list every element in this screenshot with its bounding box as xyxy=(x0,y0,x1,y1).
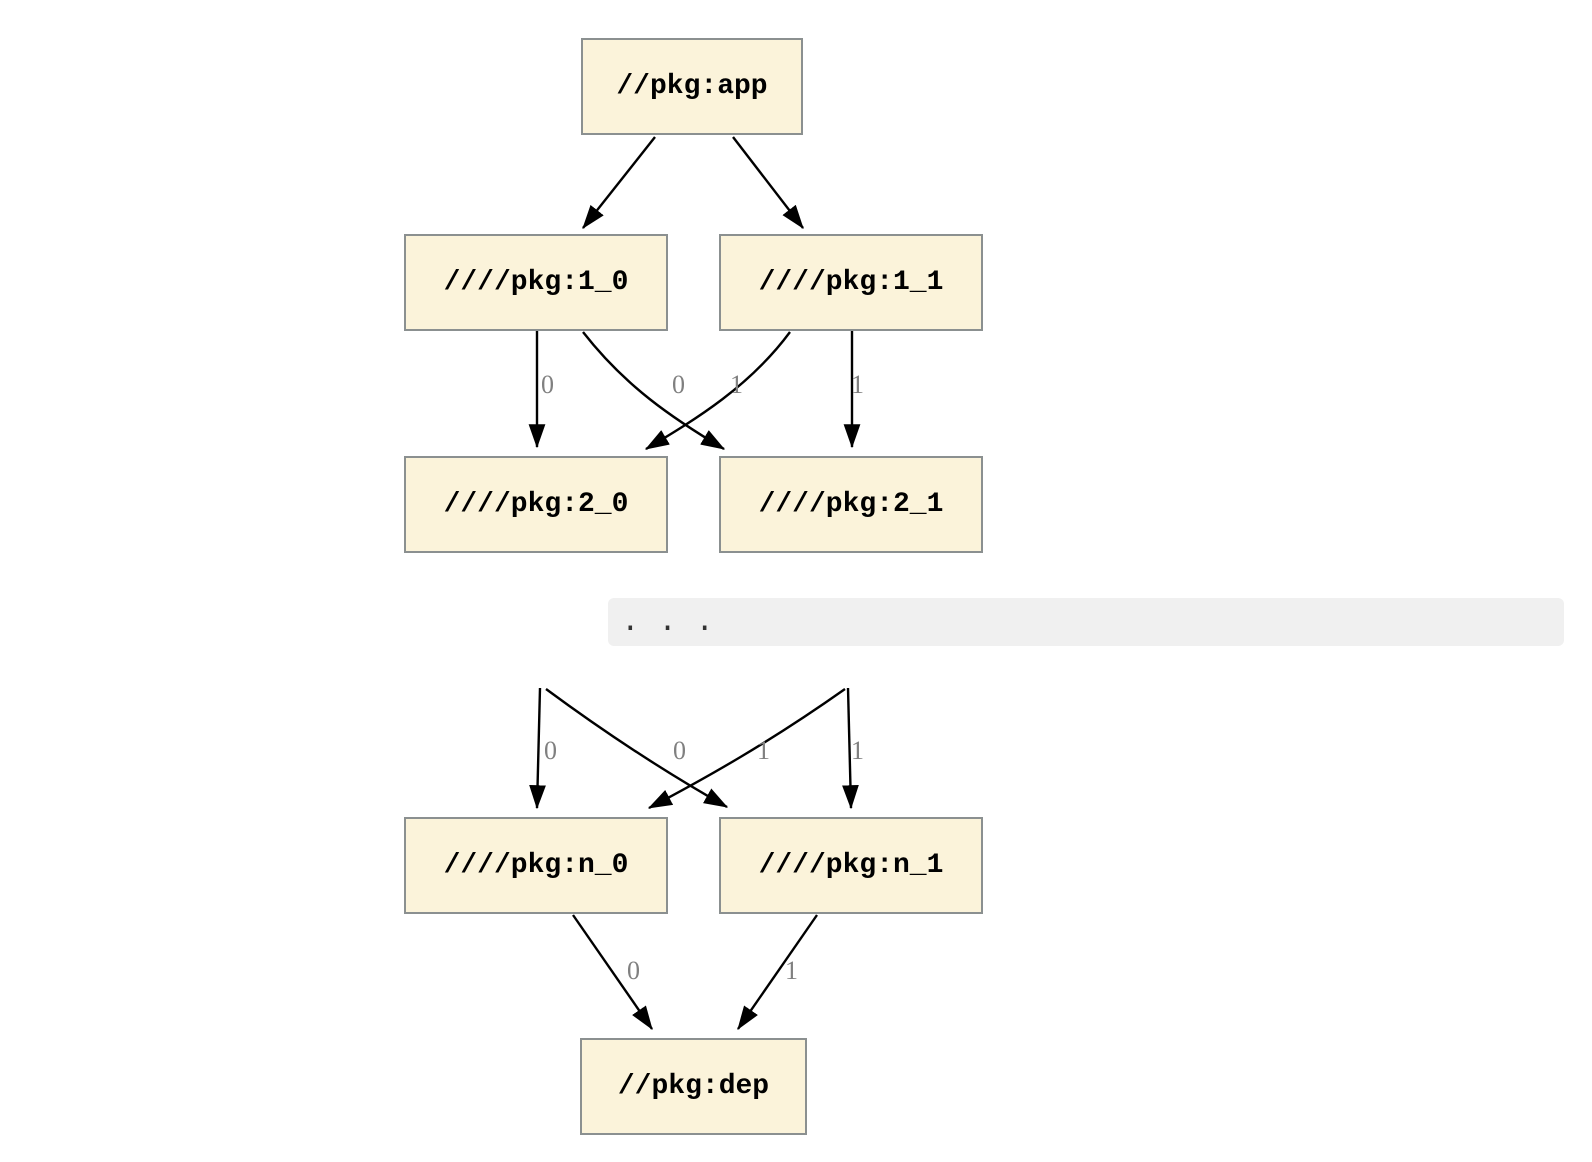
edge-n_0-to-dep xyxy=(572,914,653,1030)
graph-node-label: //pkg:dep xyxy=(617,1071,770,1102)
edge-label-prev0-n_1: 0 xyxy=(673,736,686,765)
edge-label-1_0-2_1: 0 xyxy=(672,370,685,399)
graph-node-2_1: ////pkg:2_1 xyxy=(719,456,983,553)
graph-node-label: ////pkg:2_0 xyxy=(443,489,629,520)
graph-node-n_1: ////pkg:n_1 xyxy=(719,817,983,914)
edge-label-prev0-n_0: 0 xyxy=(544,736,557,765)
edge-app-to-1_0 xyxy=(582,136,656,229)
edge-label-1_1-2_1: 1 xyxy=(851,370,864,399)
graph-node-label: ////pkg:n_1 xyxy=(758,850,944,881)
code-ellipsis-block: . . . xyxy=(608,598,1564,646)
graph-node-n_0: ////pkg:n_0 xyxy=(404,817,668,914)
graph-node-1_1: ////pkg:1_1 xyxy=(719,234,983,331)
graph-node-1_0: ////pkg:1_0 xyxy=(404,234,668,331)
graph-node-label: ////pkg:1_1 xyxy=(758,267,944,298)
ellipsis-text: . . . xyxy=(621,604,715,640)
edge-label-1_1-2_0: 1 xyxy=(730,370,743,399)
edge-label-n_1-dep: 1 xyxy=(785,956,798,985)
edge-prev0-to-n_0 xyxy=(529,687,546,810)
edge-n_1-to-dep xyxy=(737,914,818,1030)
edge-label-1_0-2_0: 0 xyxy=(541,370,554,399)
edge-1_0-to-2_1 xyxy=(582,331,726,451)
edge-label-n_0-dep: 0 xyxy=(627,956,640,985)
edge-1_1-to-2_0 xyxy=(644,331,791,451)
edge-prev1-to-n_1 xyxy=(842,687,859,810)
edge-label-prev1-n_0: 1 xyxy=(757,736,770,765)
edge-label-prev1-n_1: 1 xyxy=(851,736,864,765)
graph-node-label: //pkg:app xyxy=(616,71,768,102)
graph-node-label: ////pkg:2_1 xyxy=(758,489,944,520)
edge-prev1-to-n_0 xyxy=(647,688,846,810)
graph-node-label: ////pkg:1_0 xyxy=(443,267,629,298)
graph-node-app: //pkg:app xyxy=(581,38,803,135)
edge-app-to-1_1 xyxy=(732,136,804,229)
graph-node-dep: //pkg:dep xyxy=(580,1038,807,1135)
graph-node-label: ////pkg:n_0 xyxy=(443,850,629,881)
graph-node-2_0: ////pkg:2_0 xyxy=(404,456,668,553)
edge-prev0-to-n_1 xyxy=(545,688,729,809)
